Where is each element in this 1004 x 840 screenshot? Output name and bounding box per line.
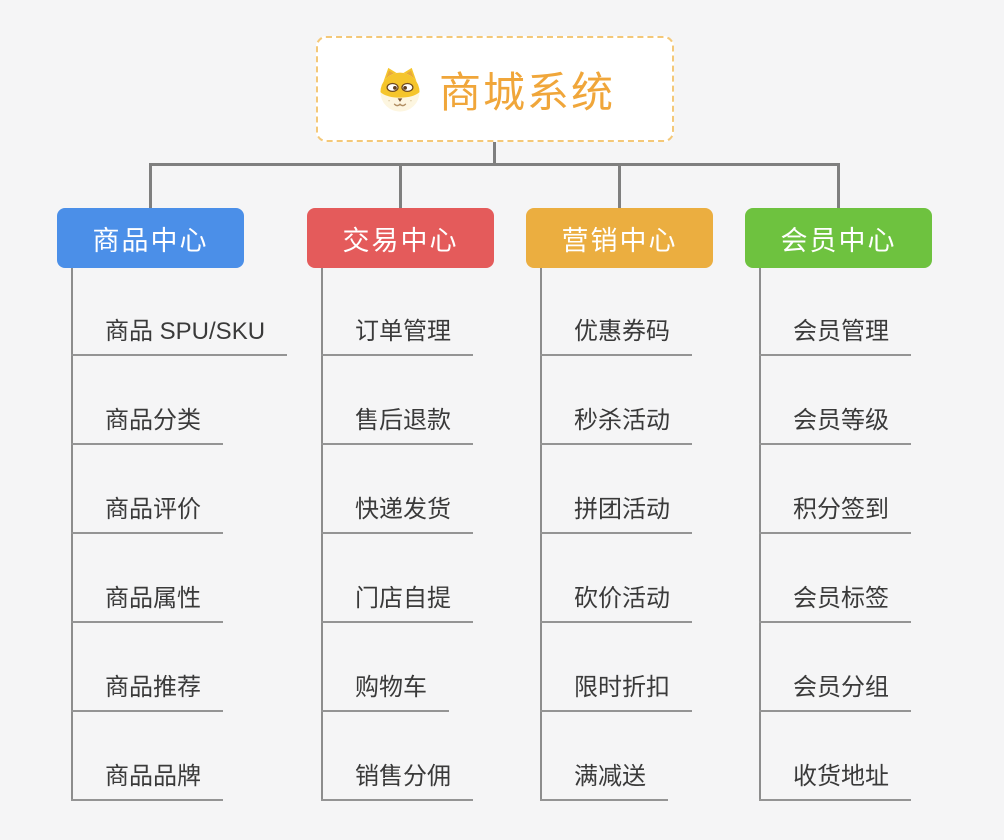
- child-node-product-spu-sku[interactable]: 商品 SPU/SKU: [71, 318, 288, 356]
- child-node-order-management[interactable]: 订单管理: [321, 318, 473, 356]
- connector-bus: [149, 163, 840, 166]
- branch-node-trade-center[interactable]: 交易中心: [307, 208, 494, 268]
- connector-stem-branch-2: [399, 166, 402, 208]
- child-node-member-tags[interactable]: 会员标签: [759, 585, 911, 623]
- connector-root-stem: [493, 141, 496, 165]
- child-node-limited-time-discount[interactable]: 限时折扣: [540, 674, 692, 712]
- branch-node-product-center[interactable]: 商品中心: [57, 208, 244, 268]
- child-node-product-category[interactable]: 商品分类: [71, 407, 223, 445]
- child-node-bargain-activity[interactable]: 砍价活动: [540, 585, 692, 623]
- child-node-sales-commission[interactable]: 销售分佣: [321, 763, 473, 801]
- child-node-store-pickup[interactable]: 门店自提: [321, 585, 473, 623]
- child-node-shopping-cart[interactable]: 购物车: [321, 674, 449, 712]
- root-node-title: 商城系统: [438, 68, 615, 116]
- child-node-member-management[interactable]: 会员管理: [759, 318, 911, 356]
- child-node-full-reduction[interactable]: 满减送: [540, 763, 668, 801]
- connector-stem-branch-1: [149, 166, 152, 208]
- child-node-aftersale-refund[interactable]: 售后退款: [321, 407, 473, 445]
- child-node-shipping-address[interactable]: 收货地址: [759, 763, 911, 801]
- child-node-express-delivery[interactable]: 快递发货: [321, 496, 473, 534]
- branch-node-marketing-center[interactable]: 营销中心: [526, 208, 713, 268]
- child-node-flash-sale[interactable]: 秒杀活动: [540, 407, 692, 445]
- child-node-group-buy[interactable]: 拼团活动: [540, 496, 692, 534]
- child-node-member-level[interactable]: 会员等级: [759, 407, 911, 445]
- child-node-product-recommend[interactable]: 商品推荐: [71, 674, 223, 712]
- child-node-product-brand[interactable]: 商品品牌: [71, 763, 223, 801]
- child-node-points-checkin[interactable]: 积分签到: [759, 496, 911, 534]
- dog-face-icon: [375, 64, 425, 114]
- connector-stem-branch-4: [837, 166, 840, 208]
- child-node-product-review[interactable]: 商品评价: [71, 496, 223, 534]
- connector-stem-branch-3: [618, 166, 621, 208]
- branch-node-member-center[interactable]: 会员中心: [745, 208, 932, 268]
- child-node-product-attribute[interactable]: 商品属性: [71, 585, 223, 623]
- child-node-member-groups[interactable]: 会员分组: [759, 674, 911, 712]
- child-node-coupon-code[interactable]: 优惠券码: [540, 318, 692, 356]
- root-node-mall-system[interactable]: 商城系统: [316, 36, 674, 142]
